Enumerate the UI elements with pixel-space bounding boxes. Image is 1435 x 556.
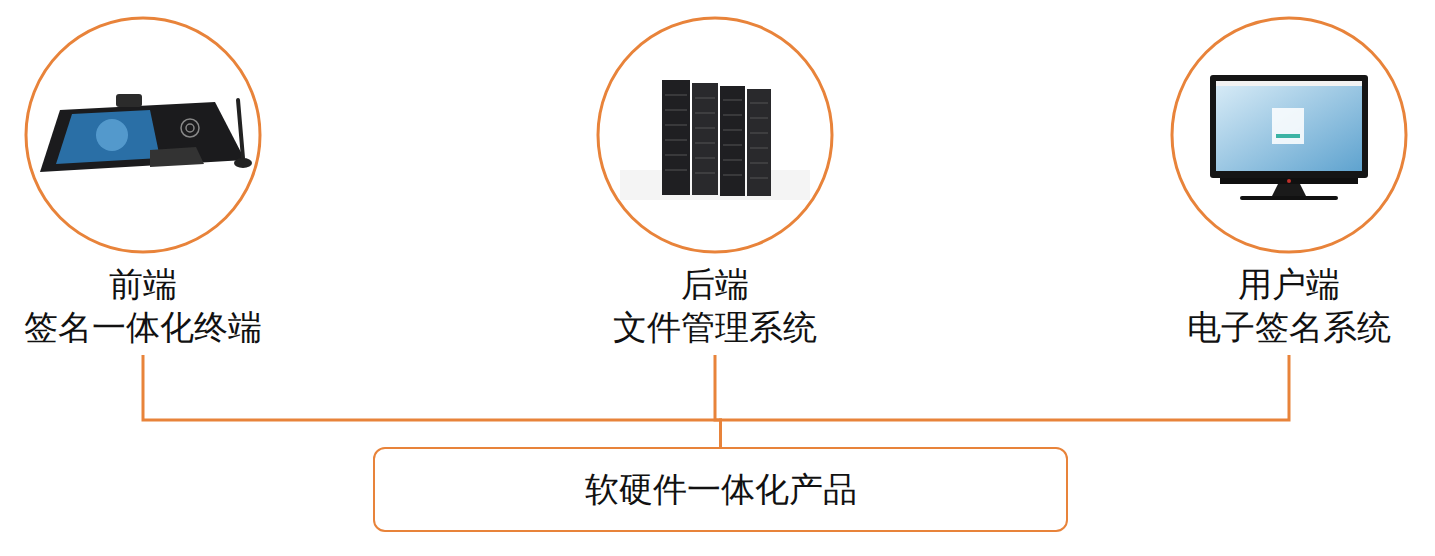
monitor xyxy=(1210,75,1368,200)
circle-outline xyxy=(598,18,832,252)
node-label: 电子签名系统 xyxy=(1129,306,1435,349)
circle-outline xyxy=(26,18,260,252)
product-box: 软硬件一体化产品 xyxy=(373,447,1068,532)
circle-area xyxy=(0,18,303,263)
node-heading: 软硬件一体化产品 xyxy=(585,468,857,511)
circle-node: 用户端电子签名系统 xyxy=(1129,18,1435,349)
node-heading: 用户端 xyxy=(1129,263,1435,306)
node-heading: 后端 xyxy=(555,263,875,306)
connector-line xyxy=(143,355,721,447)
node-heading: 前端 xyxy=(0,263,303,306)
node-label: 签名一体化终端 xyxy=(0,306,303,349)
circle-node: 前端签名一体化终端 xyxy=(0,18,303,349)
circle-outline xyxy=(1172,18,1406,252)
server-racks xyxy=(620,80,810,200)
signature-terminal xyxy=(40,94,252,172)
circle-area xyxy=(555,18,875,263)
circle-node: 后端文件管理系统 xyxy=(555,18,875,349)
circle-area xyxy=(1129,18,1435,263)
node-label: 文件管理系统 xyxy=(555,306,875,349)
connector-line xyxy=(721,355,1290,447)
